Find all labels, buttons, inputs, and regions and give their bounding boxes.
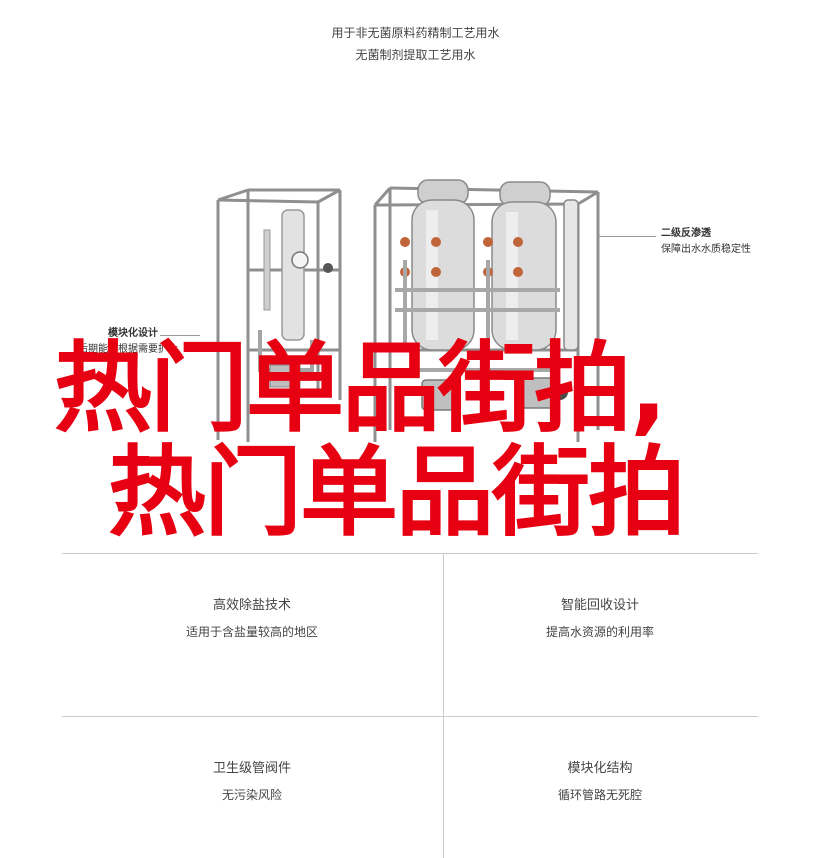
left-unit-frame [216, 188, 342, 442]
header-line-2: 无菌制剂提取工艺用水 [355, 48, 476, 62]
feature-title: 智能回收设计 [560, 598, 639, 613]
grid-divider-vertical [443, 553, 444, 858]
callout-left-leader-line [160, 335, 200, 336]
callout-two-stage-ro-title: 二级反渗透 [661, 228, 711, 239]
callout-two-stage-ro: 二级反渗透 保障出水水质稳定性 [661, 226, 801, 258]
feature-desc: 适用于含盐量较高的地区 [185, 625, 318, 639]
callout-modular-design-desc: 后期能够根据需要扩大 [78, 344, 178, 355]
feature-desc: 循环管路无死腔 [557, 788, 642, 802]
feature-title: 高效除盐技术 [212, 598, 291, 613]
feature-cell: 模块化结构 循环管路无死腔 [450, 758, 750, 806]
feature-desc: 无污染风险 [221, 788, 282, 802]
tank-left [400, 179, 475, 351]
tank-right [483, 181, 557, 351]
feature-title: 模块化结构 [567, 761, 633, 776]
feature-grid: 高效除盐技术 适用于含盐量较高的地区 智能回收设计 提高水资源的利用率 卫生级管… [62, 553, 758, 858]
feature-title: 卫生级管阀件 [212, 761, 291, 776]
pumps [421, 377, 568, 411]
membrane-column [563, 199, 579, 351]
grid-divider-middle [62, 716, 758, 717]
piping [395, 260, 560, 372]
callout-modular-design-title: 模块化设计 [108, 328, 158, 339]
callout-modular-design: 模块化设计 后期能够根据需要扩大 [28, 326, 178, 358]
feature-cell: 高效除盐技术 适用于含盐量较高的地区 [102, 595, 402, 643]
callout-right-leader-line [598, 236, 656, 237]
left-unit-filter [258, 209, 333, 388]
callout-two-stage-ro-desc: 保障出水水质稳定性 [661, 244, 751, 255]
feature-cell: 智能回收设计 提高水资源的利用率 [450, 595, 750, 643]
feature-cell: 卫生级管阀件 无污染风险 [102, 758, 402, 806]
water-treatment-equipment-illustration [216, 179, 600, 442]
feature-desc: 提高水资源的利用率 [545, 625, 654, 639]
header-line-1: 用于非无菌原料药精制工艺用水 [331, 26, 500, 40]
header: 用于非无菌原料药精制工艺用水 无菌制剂提取工艺用水 [0, 22, 831, 66]
grid-divider-top [62, 553, 758, 554]
overlay-text-line-2: 热门单品街拍 [108, 436, 686, 550]
